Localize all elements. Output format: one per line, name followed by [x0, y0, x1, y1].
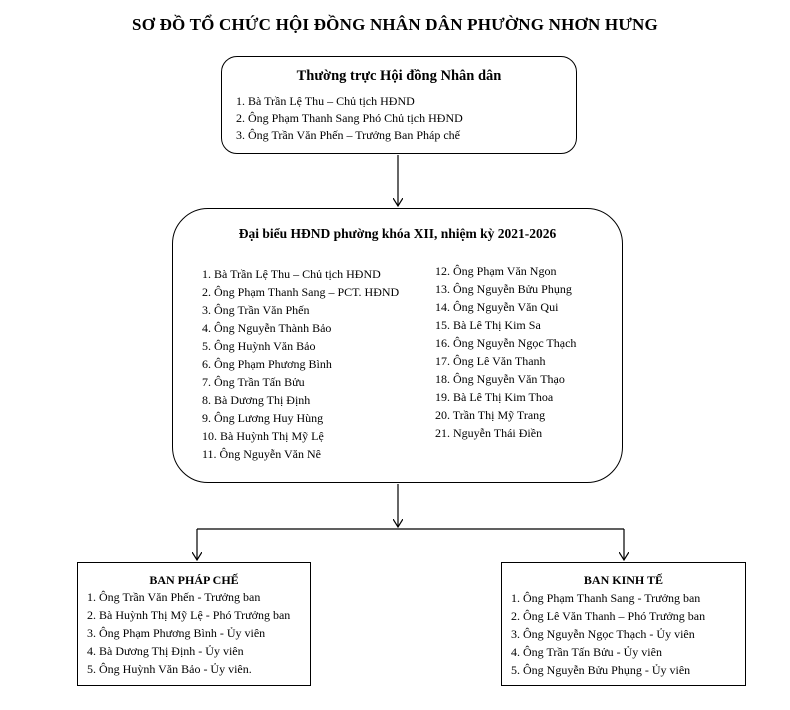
kinh-te-member: 2. Ông Lê Văn Thanh – Phó Trưởng ban	[511, 609, 706, 623]
phap-che-member: 2. Bà Huỳnh Thị Mỹ Lệ - Phó Trưởng ban	[87, 608, 291, 622]
standing-member: 1. Bà Trần Lệ Thu – Chủ tịch HĐND	[236, 94, 415, 108]
kinh-te-member: 4. Ông Trần Tấn Bửu - Ủy viên	[511, 645, 662, 659]
phap-che-box: BAN PHÁP CHẾ 1. Ông Trần Văn Phến - Trưở…	[77, 562, 311, 686]
phap-che-member: 5. Ông Huỳnh Văn Bảo - Ủy viên.	[87, 662, 252, 676]
phap-che-member: 4. Bà Dương Thị Định - Ủy viên	[87, 644, 244, 658]
delegate-item: 21. Nguyễn Thái Điền	[435, 426, 543, 440]
delegates-heading: Đại biểu HĐND phường khóa XII, nhiệm kỳ …	[238, 226, 557, 241]
delegates-box: Đại biểu HĐND phường khóa XII, nhiệm kỳ …	[172, 208, 623, 483]
delegate-item: 7. Ông Trần Tấn Bửu	[202, 375, 305, 389]
kinh-te-heading: BAN KINH TẾ	[583, 573, 664, 587]
delegate-item: 20. Trần Thị Mỹ Trang	[435, 408, 546, 422]
standing-committee-heading: Thường trực Hội đồng Nhân dân	[296, 68, 502, 84]
delegate-item: 11. Ông Nguyễn Văn Nê	[202, 447, 321, 461]
delegate-item: 2. Ông Phạm Thanh Sang – PCT. HĐND	[202, 285, 400, 299]
delegate-item: 10. Bà Huỳnh Thị Mỹ Lệ	[202, 429, 324, 443]
delegate-item: 1. Bà Trần Lệ Thu – Chủ tịch HĐND	[202, 267, 381, 281]
standing-member: 3. Ông Trần Văn Phến – Trưởng Ban Pháp c…	[236, 128, 460, 142]
delegate-item: 3. Ông Trần Văn Phến	[202, 303, 310, 317]
delegate-item: 6. Ông Phạm Phương Bình	[202, 357, 332, 371]
kinh-te-member: 1. Ông Phạm Thanh Sang - Trưởng ban	[511, 591, 701, 605]
kinh-te-member: 5. Ông Nguyễn Bửu Phụng - Ủy viên	[511, 663, 691, 677]
delegate-item: 18. Ông Nguyễn Văn Thạo	[435, 372, 565, 386]
delegate-item: 14. Ông Nguyễn Văn Qui	[435, 300, 559, 314]
kinh-te-box: BAN KINH TẾ 1. Ông Phạm Thanh Sang - Trư…	[501, 562, 746, 686]
delegate-item: 12. Ông Phạm Văn Ngon	[435, 264, 557, 278]
delegate-item: 8. Bà Dương Thị Định	[202, 393, 311, 407]
standing-committee-box: Thường trực Hội đồng Nhân dân 1. Bà Trần…	[221, 56, 577, 154]
standing-member: 2. Ông Phạm Thanh Sang Phó Chủ tịch HĐND	[236, 111, 463, 125]
delegate-item: 17. Ông Lê Văn Thanh	[435, 354, 546, 368]
delegate-item: 9. Ông Lương Huy Hùng	[202, 411, 324, 425]
delegate-item: 13. Ông Nguyễn Bửu Phụng	[435, 282, 572, 296]
delegate-item: 4. Ông Nguyễn Thành Bảo	[202, 321, 332, 335]
phap-che-heading: BAN PHÁP CHẾ	[149, 573, 239, 587]
delegate-item: 5. Ông Huỳnh Văn Bảo	[202, 339, 316, 353]
kinh-te-member: 3. Ông Nguyễn Ngọc Thạch - Ủy viên	[511, 627, 695, 641]
delegate-item: 16. Ông Nguyễn Ngọc Thạch	[435, 336, 577, 350]
phap-che-member: 1. Ông Trần Văn Phến - Trưởng ban	[87, 590, 261, 604]
delegate-item: 15. Bà Lê Thị Kim Sa	[435, 318, 541, 332]
phap-che-member: 3. Ông Phạm Phương Bình - Ủy viên	[87, 626, 266, 640]
delegate-item: 19. Bà Lê Thị Kim Thoa	[435, 390, 554, 404]
page-title: SƠ ĐỒ TỔ CHỨC HỘI ĐỒNG NHÂN DÂN PHƯỜNG N…	[132, 15, 658, 34]
